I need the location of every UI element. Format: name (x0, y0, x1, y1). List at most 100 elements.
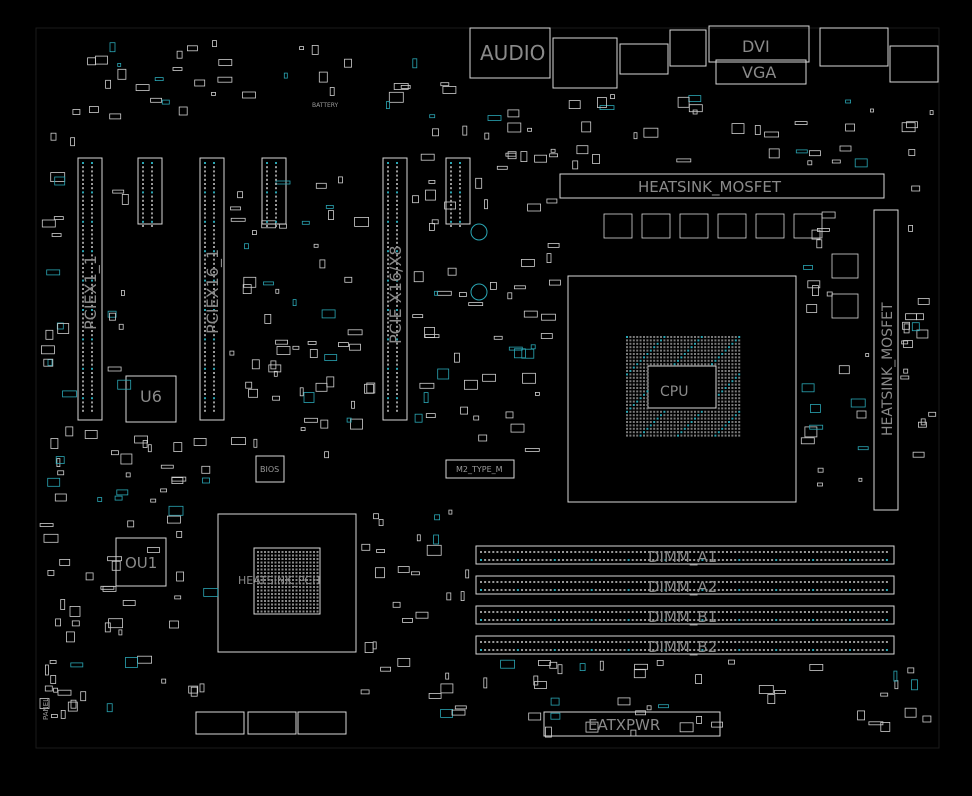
smd-component (911, 185, 921, 192)
dimm-a1-label: DIMM_A1 (648, 548, 717, 567)
slot-pin (82, 258, 84, 261)
dimm-pin (656, 559, 659, 561)
cpu-pad (680, 424, 683, 427)
pch-pad (271, 558, 273, 560)
slot-pin (82, 204, 84, 206)
cpu-pad (649, 417, 652, 420)
dimm-pin (549, 611, 552, 613)
dimm-pin (648, 581, 651, 583)
cpu-pad (717, 397, 720, 400)
dimm-b1-slot (475, 605, 895, 625)
smd-component (929, 110, 934, 115)
dimm-pin (803, 581, 806, 583)
smd-component (907, 667, 915, 674)
smd-component (425, 413, 436, 419)
cpu-pad (687, 410, 690, 413)
dimm-pin (685, 641, 687, 643)
slot-pin (396, 397, 398, 400)
cpu-pad (683, 363, 686, 366)
cpu-pad (626, 366, 628, 369)
dimm-pin (844, 551, 847, 553)
dimm-pin (607, 611, 610, 613)
dimm-pin (820, 649, 823, 651)
slot-pin (396, 346, 398, 349)
cpu-pad (636, 397, 639, 400)
smd-component (445, 672, 450, 680)
dimm-pin (775, 619, 778, 621)
cpu-pad (694, 342, 696, 345)
dimm-pin (480, 611, 482, 613)
pch-pad (309, 593, 312, 595)
dimm-pin (631, 641, 634, 643)
smd-component (514, 348, 526, 359)
pch-pad (285, 558, 287, 560)
pch-pad (299, 610, 301, 613)
cpu-pad (673, 427, 676, 430)
pch-pad (309, 554, 312, 557)
cpu-pad (629, 414, 632, 417)
slot-pin (387, 384, 389, 387)
cpu-pad (666, 363, 669, 366)
slot-pin (450, 208, 452, 211)
cpu-pad (643, 434, 645, 437)
dimm-pin (635, 611, 638, 613)
smd-component (85, 572, 94, 581)
smd-component (484, 132, 490, 140)
pch-pad (295, 607, 298, 609)
pch-pad (295, 572, 298, 574)
dimm-pin (664, 559, 667, 561)
cpu-pad (683, 410, 686, 413)
cpu-pad (707, 417, 710, 420)
pch-pad (295, 565, 298, 567)
cpu-pad (632, 336, 635, 338)
smd-component (465, 569, 470, 579)
pch-pad (309, 607, 312, 609)
cpu-pad (714, 431, 717, 434)
slot-pin (213, 346, 215, 349)
dimm-pin (680, 619, 683, 621)
smd-component (45, 664, 49, 676)
cpu-pad (646, 356, 649, 359)
dimm-pin (635, 581, 638, 583)
slot-pin (82, 212, 84, 215)
cpu-pad (649, 353, 652, 355)
cpu-pad (670, 427, 673, 430)
pch-pad (309, 579, 312, 581)
cpu-pad (728, 393, 730, 396)
cpu-pad (714, 363, 717, 366)
slot-pin (82, 351, 84, 353)
slot-pin (204, 317, 206, 320)
dimm-pin (697, 551, 700, 553)
dimm-pin (693, 581, 696, 583)
slot-pin (213, 183, 215, 185)
dimm-pin (783, 581, 786, 583)
dimm-pin (582, 619, 585, 621)
pch-pad (274, 565, 277, 567)
dimm-pin (607, 589, 610, 591)
pch-pad (260, 586, 263, 588)
dimm-pin (726, 589, 728, 591)
slot-pin (387, 292, 389, 295)
cpu-pad (670, 353, 673, 355)
dimm-pin (586, 611, 589, 613)
dimm-pin (697, 611, 700, 613)
cpu-pad (714, 353, 717, 355)
cpu-pad (711, 431, 713, 434)
slot-pin (459, 170, 461, 173)
cpu-pad (653, 410, 656, 413)
cpu-pad (721, 404, 724, 406)
pch-pad (264, 589, 266, 592)
dimm-pin (611, 581, 614, 583)
smd-component (276, 346, 291, 355)
smd-component (679, 722, 694, 733)
cpu-pad (626, 417, 628, 420)
dimm-pin (820, 559, 823, 561)
smd-component (47, 359, 53, 366)
cpu-pad (731, 370, 734, 372)
cpu-pad (731, 424, 734, 427)
cpu-pad (643, 404, 645, 406)
dimm-pin (603, 559, 605, 561)
dimm-pin (828, 611, 831, 613)
slot-pin (82, 367, 84, 370)
slot-pin (387, 342, 389, 345)
